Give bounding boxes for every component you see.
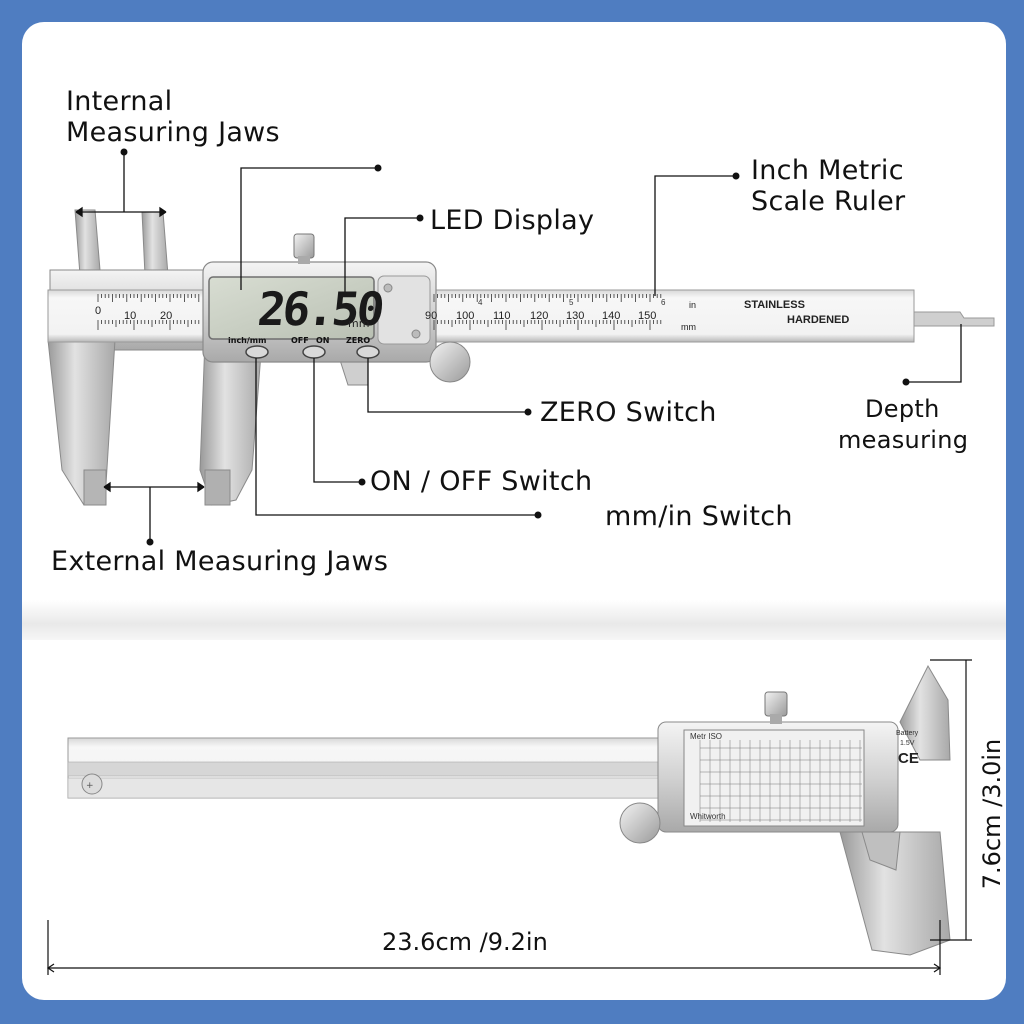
scale-number: 100 <box>456 310 475 322</box>
battery-cover <box>377 275 431 345</box>
callout-lines <box>75 152 962 542</box>
length-dimension: 23.6cm /9.2in <box>382 928 548 956</box>
diagram-card <box>22 22 1006 1000</box>
battery-label-1: Battery <box>896 730 919 737</box>
battery-label-2: 1.5V <box>900 740 915 747</box>
scale-number: 10 <box>124 310 137 322</box>
dimension-lines <box>46 659 972 975</box>
scale-number: 110 <box>493 310 511 322</box>
button-label-off: OFF <box>291 336 309 345</box>
section-divider <box>22 600 1006 640</box>
button-label-zero: ZERO <box>346 336 371 345</box>
label-depth-line1: Depth <box>865 395 940 423</box>
inch-number: 4 <box>478 298 483 307</box>
lcd-screen <box>208 276 375 340</box>
table-title-metric: Metr ISO <box>690 732 723 741</box>
inch-number: 6 <box>661 298 666 307</box>
scale-number: 120 <box>530 310 549 322</box>
button-label-on: ON <box>316 336 330 345</box>
bar-hardened: HARDENED <box>787 314 850 326</box>
bar-stainless: STAINLESS <box>744 299 805 311</box>
button-label-inch-mm: inch/mm <box>228 336 267 345</box>
label-on-off-switch: ON / OFF Switch <box>370 466 593 497</box>
scale-number: 130 <box>566 310 585 322</box>
scale-number: 140 <box>602 310 621 322</box>
lcd-unit: mm <box>348 317 370 330</box>
callout-dots <box>120 148 910 546</box>
bar-mm-label: mm <box>681 322 696 332</box>
label-internal-jaws-line2: Measuring Jaws <box>66 117 280 148</box>
label-inch-metric-line2: Scale Ruler <box>751 186 906 217</box>
depth-rod <box>913 311 995 327</box>
label-inch-metric-line1: Inch Metric <box>751 155 904 186</box>
scale-number: 0 <box>95 305 102 317</box>
label-external-jaws: External Measuring Jaws <box>51 546 389 577</box>
svg-text:+: + <box>86 781 94 791</box>
ce-mark: CE <box>898 750 919 767</box>
thumb-wheel <box>429 341 471 383</box>
bar-in-label: in <box>689 300 697 310</box>
height-dimension: 7.6cm /3.0in <box>978 738 1006 890</box>
label-depth-line2: measuring <box>838 426 969 454</box>
label-zero-switch: ZERO Switch <box>540 397 717 428</box>
scale-number: 90 <box>425 310 438 322</box>
label-mm-in-switch: mm/in Switch <box>605 501 793 532</box>
label-led-display: LED Display <box>430 205 595 236</box>
table-title-whitworth: Whitworth <box>690 812 726 821</box>
sliding-jaw <box>199 339 369 506</box>
main-beam <box>47 289 915 343</box>
scale-number: 20 <box>160 310 173 322</box>
mm-in-button[interactable] <box>245 345 269 359</box>
scale-number: 150 <box>638 310 657 322</box>
beam-scale-ticks <box>97 294 662 330</box>
label-internal-jaws-line1: Internal <box>66 86 173 117</box>
inch-number: 5 <box>569 298 574 307</box>
